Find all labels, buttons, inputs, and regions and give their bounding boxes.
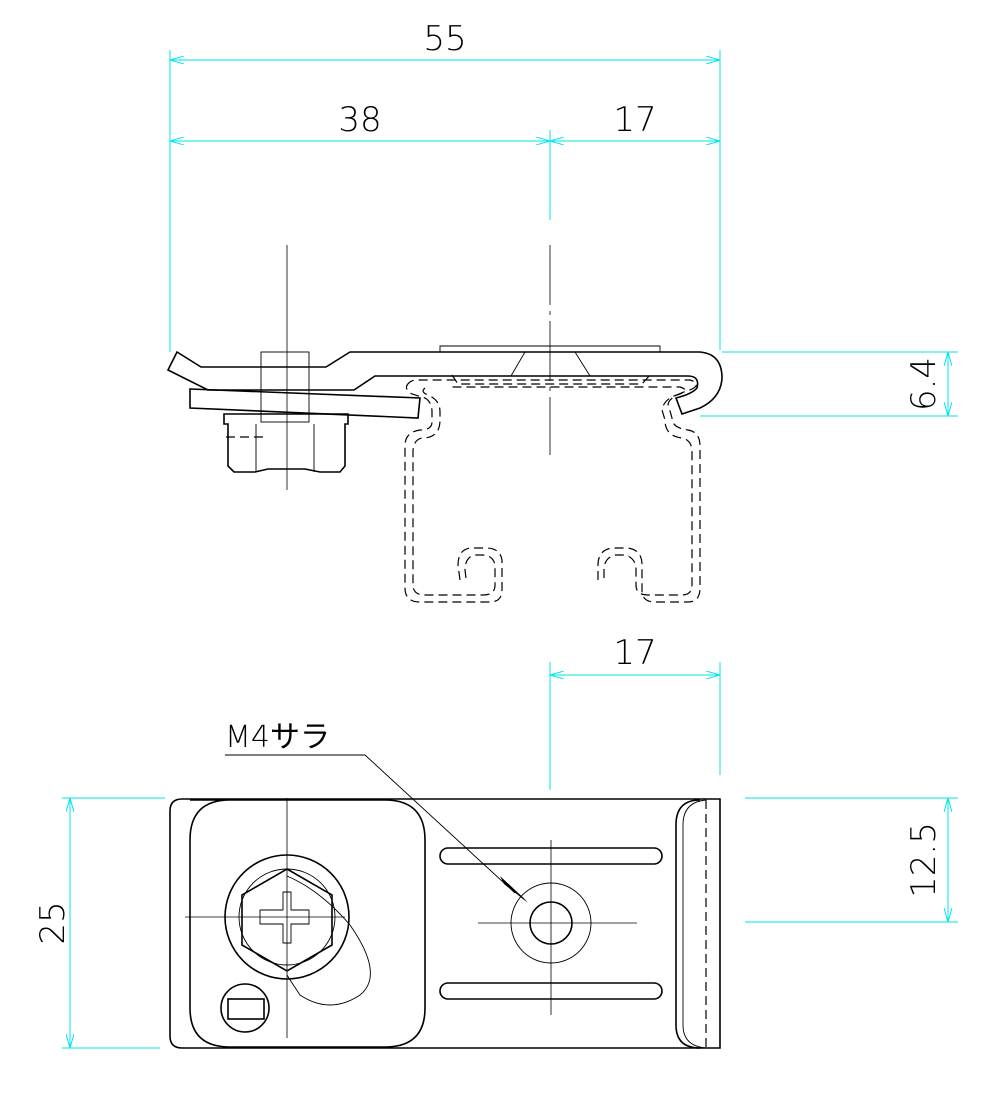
countersink-circle bbox=[510, 882, 592, 964]
dimension-label-17-top: 17 bbox=[613, 100, 656, 140]
dimension-overall-depth: 25 bbox=[33, 797, 165, 1049]
raised-pad bbox=[189, 799, 426, 1048]
extension-lines-top bbox=[169, 50, 958, 417]
hex-nut bbox=[223, 413, 349, 473]
leader-arrowhead bbox=[500, 876, 528, 903]
strut-channel-outer bbox=[404, 379, 701, 603]
small-boss bbox=[220, 983, 270, 1033]
fold-line bbox=[675, 799, 701, 1049]
dimension-label-38: 38 bbox=[338, 100, 381, 140]
hole-circle bbox=[529, 901, 573, 945]
countersink-plate bbox=[439, 345, 661, 352]
clamp-plate bbox=[166, 350, 723, 416]
strut-channel-inner bbox=[412, 386, 693, 596]
dimension-label-17-bottom: 17 bbox=[613, 633, 656, 673]
dimension-overall-width: 55 bbox=[170, 19, 720, 60]
bolt-head bbox=[260, 351, 310, 423]
callout-label: M4サラ bbox=[225, 720, 330, 755]
washer-circle bbox=[224, 854, 350, 980]
dimension-right-offset: 17 bbox=[549, 633, 721, 790]
plate-outline bbox=[169, 798, 721, 1049]
side-view bbox=[166, 245, 723, 603]
plan-view bbox=[169, 798, 721, 1049]
callout-m4-countersunk: M4サラ bbox=[225, 720, 528, 903]
dimension-height: 6.4 bbox=[904, 352, 948, 416]
hex-head-icon bbox=[241, 868, 333, 972]
dimension-label-25: 25 bbox=[33, 901, 73, 944]
small-slot bbox=[227, 998, 265, 1020]
washer bbox=[189, 388, 421, 419]
dimension-left-width: 38 bbox=[170, 100, 550, 141]
dimension-label-12-5: 12.5 bbox=[904, 822, 944, 898]
dimension-half-depth: 12.5 bbox=[745, 797, 958, 923]
phillips-cross-icon bbox=[259, 891, 310, 944]
dimension-label-55: 55 bbox=[423, 19, 466, 59]
dimension-right-width: 17 bbox=[550, 100, 720, 141]
lock-spring bbox=[286, 875, 371, 1006]
dimension-label-6-4: 6.4 bbox=[904, 357, 944, 411]
